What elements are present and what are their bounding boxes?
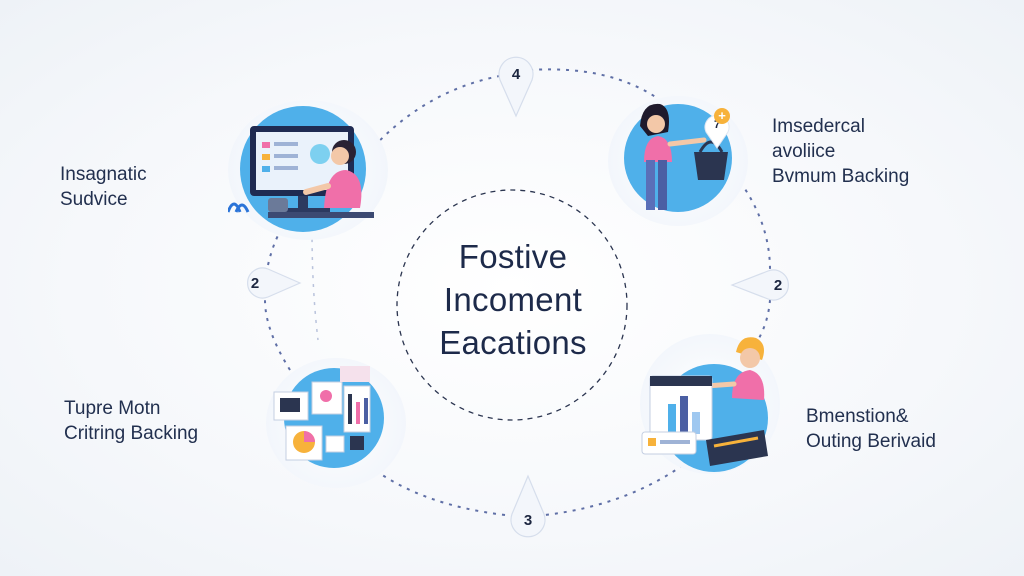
- node-bottom-left: [266, 358, 406, 488]
- person-with-charts-icon: [641, 337, 768, 466]
- label-line: Insagnatic: [60, 164, 147, 185]
- label-line: Bmenstion&: [806, 406, 909, 427]
- arc-bottom-right: [544, 459, 691, 516]
- label-line: Tupre Motn: [64, 398, 161, 419]
- step-number: 2: [250, 274, 260, 292]
- step-marker-right: 2: [730, 268, 800, 302]
- person-with-basket-icon: [640, 103, 728, 210]
- pin-marker-icon: [510, 474, 546, 538]
- label-line: Critring Backing: [64, 423, 199, 444]
- pin-marker-icon: [498, 56, 534, 118]
- center-title-line: Eacations: [439, 324, 587, 361]
- center-dashed-circle: [396, 189, 628, 421]
- node-top-left: [228, 100, 388, 240]
- center-title-line: Incoment: [443, 281, 583, 318]
- pin-marker-icon: [247, 267, 302, 299]
- center-title-line: Fostive: [458, 238, 568, 275]
- node-top-right: [608, 96, 748, 226]
- badge-marker: 7 +: [702, 108, 732, 150]
- arc-inner-left: [311, 229, 319, 341]
- label-bottom-left: Tupre Motn Critring Backing: [64, 396, 198, 446]
- step-number: 3: [523, 511, 533, 529]
- label-line: Imsedercal: [772, 116, 865, 137]
- label-top-left: Insagnatic Sudvice: [60, 162, 147, 212]
- label-line: Outing Berivaid: [806, 431, 936, 452]
- label-top-right: Imsedercal avoliice Bvmum Backing: [772, 114, 909, 189]
- label-line: Bvmum Backing: [772, 166, 910, 187]
- step-marker-bottom: 3: [508, 472, 548, 538]
- plus-icon: +: [714, 108, 730, 124]
- node-bottom-right: [640, 334, 780, 474]
- label-line: Sudvice: [60, 189, 128, 210]
- pin-marker-icon: [730, 269, 789, 301]
- step-marker-left: 2: [238, 266, 302, 300]
- center-title: Fostive Incoment Eacations: [398, 235, 628, 364]
- step-marker-top: 4: [496, 56, 536, 118]
- document-collage-icon: [273, 366, 371, 461]
- arc-top-right: [529, 68, 661, 101]
- step-number: 2: [773, 276, 783, 294]
- person-at-computer-icon: [228, 126, 374, 218]
- badge-number: 7: [713, 119, 721, 131]
- arc-bottom-left: [367, 464, 506, 516]
- label-bottom-right: Bmenstion& Outing Berivaid: [806, 404, 936, 454]
- step-number: 4: [511, 65, 521, 83]
- label-line: avoliice: [772, 141, 836, 162]
